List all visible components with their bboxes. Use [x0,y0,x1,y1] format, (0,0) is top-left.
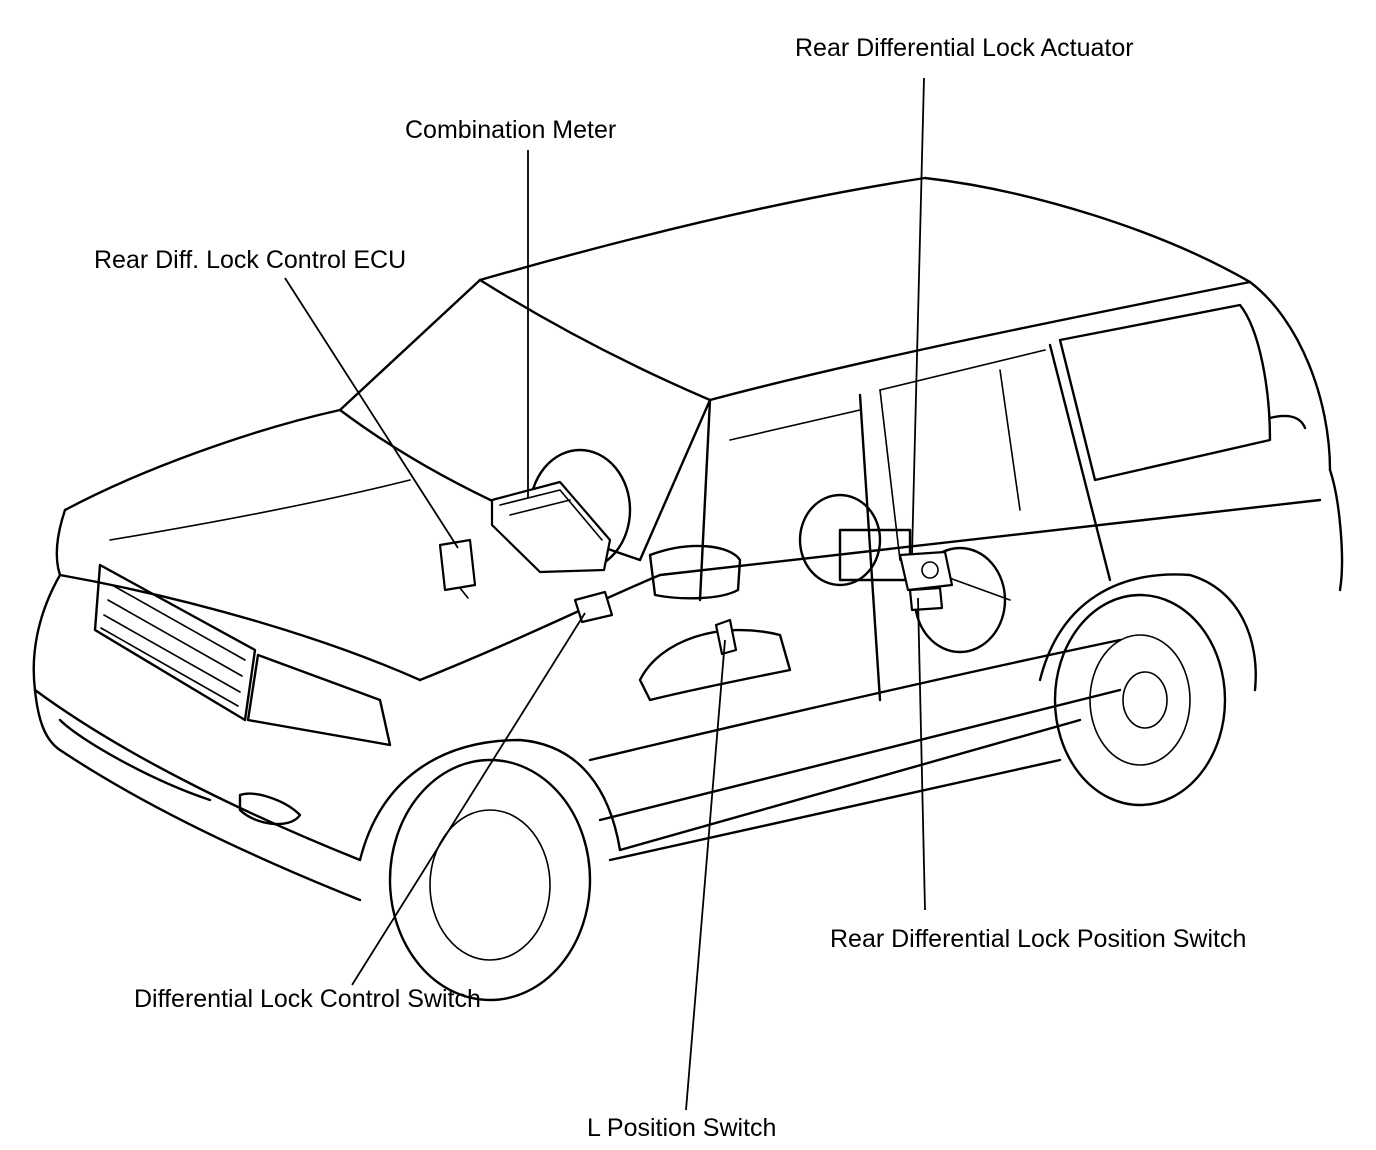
vehicle-outline [32,176,1344,1002]
l-position-switch-part [714,618,738,656]
combination-meter-part [490,480,612,574]
label-diff-lock-control-switch: Differential Lock Control Switch [134,985,481,1013]
leader-diff-lock-control-switch [351,612,586,986]
label-l-position-switch: L Position Switch [587,1114,776,1142]
leader-rear-diff-lock-control-ecu [284,277,459,549]
label-combination-meter: Combination Meter [405,116,616,144]
label-rear-diff-lock-position-switch: Rear Differential Lock Position Switch [830,925,1246,953]
rear-diff-lock-position-switch-part [908,586,944,612]
diff-lock-control-switch-part [573,590,614,624]
rear-diff-lock-control-ecu-part [438,538,477,599]
leader-rear-diff-lock-actuator [911,77,925,556]
label-rear-diff-lock-actuator: Rear Differential Lock Actuator [795,34,1134,62]
leader-lines [284,77,926,1111]
label-rear-diff-lock-control-ecu: Rear Diff. Lock Control ECU [94,246,406,274]
callout-labels: Rear Differential Lock Actuator Combinat… [94,34,1246,1142]
rear-diff-lock-actuator-part [898,550,954,592]
leader-l-position-switch [685,639,726,1111]
leader-rear-diff-lock-position-switch [917,597,926,911]
